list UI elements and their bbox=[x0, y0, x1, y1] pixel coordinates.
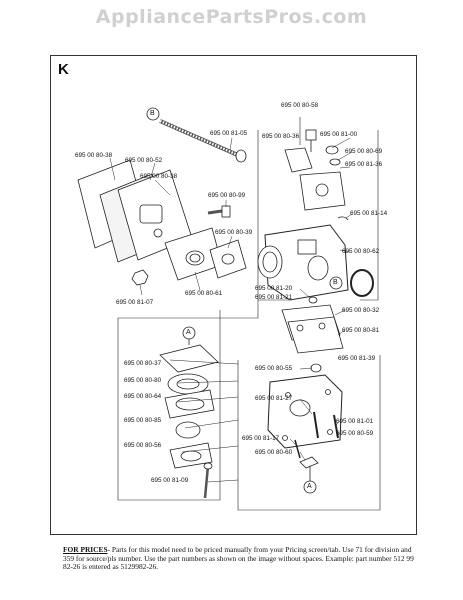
callout-b-top: B bbox=[150, 110, 155, 117]
part-label: 695 00 81-17 bbox=[242, 435, 280, 442]
small-screw bbox=[207, 205, 231, 218]
part-label: 695 00 81-00 bbox=[320, 131, 358, 138]
site-watermark: AppliancePartsPros.com bbox=[95, 6, 368, 28]
part-label: 695 00 81-01 bbox=[336, 418, 374, 425]
o-ring bbox=[350, 269, 374, 297]
small-washer bbox=[308, 296, 318, 304]
part-label: 695 00 80-55 bbox=[255, 365, 293, 372]
diaphragm-stack bbox=[159, 326, 219, 499]
part-label: 695 00 80-38 bbox=[140, 173, 178, 180]
part-label: 695 00 81-05 bbox=[210, 130, 248, 137]
part-label: 695 00 80-80 bbox=[124, 377, 162, 384]
diagram-frame bbox=[50, 55, 417, 535]
part-label: 695 00 81-36 bbox=[345, 161, 383, 168]
callout-b-mid: B bbox=[333, 279, 338, 286]
part-label: 695 00 81-20 bbox=[255, 285, 293, 292]
part-label: 695 00 80-58 bbox=[281, 102, 319, 109]
callout-circle-b-top bbox=[146, 107, 160, 121]
pricing-note: FOR PRICES- Parts for this model need to… bbox=[63, 545, 423, 572]
pricing-note-heading: FOR PRICES bbox=[63, 545, 108, 554]
part-label: 695 00 81-14 bbox=[350, 210, 388, 217]
part-label: 695 00 81-21 bbox=[255, 294, 293, 301]
part-label: 695 00 81-27 bbox=[255, 395, 293, 402]
group-brackets bbox=[117, 117, 381, 511]
part-label: 695 00 80-69 bbox=[345, 148, 383, 155]
part-label: 695 00 81-39 bbox=[338, 355, 376, 362]
section-letter: K bbox=[58, 61, 69, 78]
pump-gaskets bbox=[281, 304, 344, 354]
part-label: 695 00 80-62 bbox=[342, 248, 380, 255]
part-label: 695 00 80-59 bbox=[336, 430, 374, 437]
carburetor-body bbox=[257, 224, 349, 301]
part-label: 695 00 80-81 bbox=[342, 327, 380, 334]
part-label: 695 00 80-39 bbox=[215, 229, 253, 236]
part-label: 695 00 80-85 bbox=[124, 417, 162, 424]
part-label: 695 00 80-52 bbox=[125, 157, 163, 164]
filter-plates bbox=[77, 159, 193, 263]
part-label: 695 00 81-07 bbox=[116, 299, 154, 306]
hex-nut bbox=[131, 269, 149, 286]
part-label: 695 00 80-99 bbox=[208, 192, 246, 199]
part-label: 695 00 81-09 bbox=[151, 477, 189, 484]
part-label: 695 00 80-32 bbox=[342, 307, 380, 314]
metering-arm-assembly bbox=[284, 129, 349, 221]
part-label: 695 00 80-38 bbox=[75, 152, 113, 159]
part-label: 695 00 80-60 bbox=[255, 449, 293, 456]
pricing-note-text: - Parts for this model need to be priced… bbox=[63, 545, 414, 572]
long-screw bbox=[159, 119, 247, 163]
part-label: 695 00 80-37 bbox=[124, 360, 162, 367]
callout-a-top: A bbox=[186, 329, 191, 336]
pump-cover bbox=[267, 363, 343, 449]
intake-gasket bbox=[209, 239, 247, 279]
part-label: 695 00 80-56 bbox=[124, 442, 162, 449]
leader-lines bbox=[109, 137, 353, 483]
part-label: 695 00 80-64 bbox=[124, 393, 162, 400]
part-label: 695 00 80-36 bbox=[262, 133, 300, 140]
callout-a-bottom: A bbox=[307, 483, 312, 490]
part-label: 695 00 80-61 bbox=[185, 290, 223, 297]
callout-circle-b-mid bbox=[329, 276, 343, 290]
adjust-needles bbox=[294, 411, 339, 469]
